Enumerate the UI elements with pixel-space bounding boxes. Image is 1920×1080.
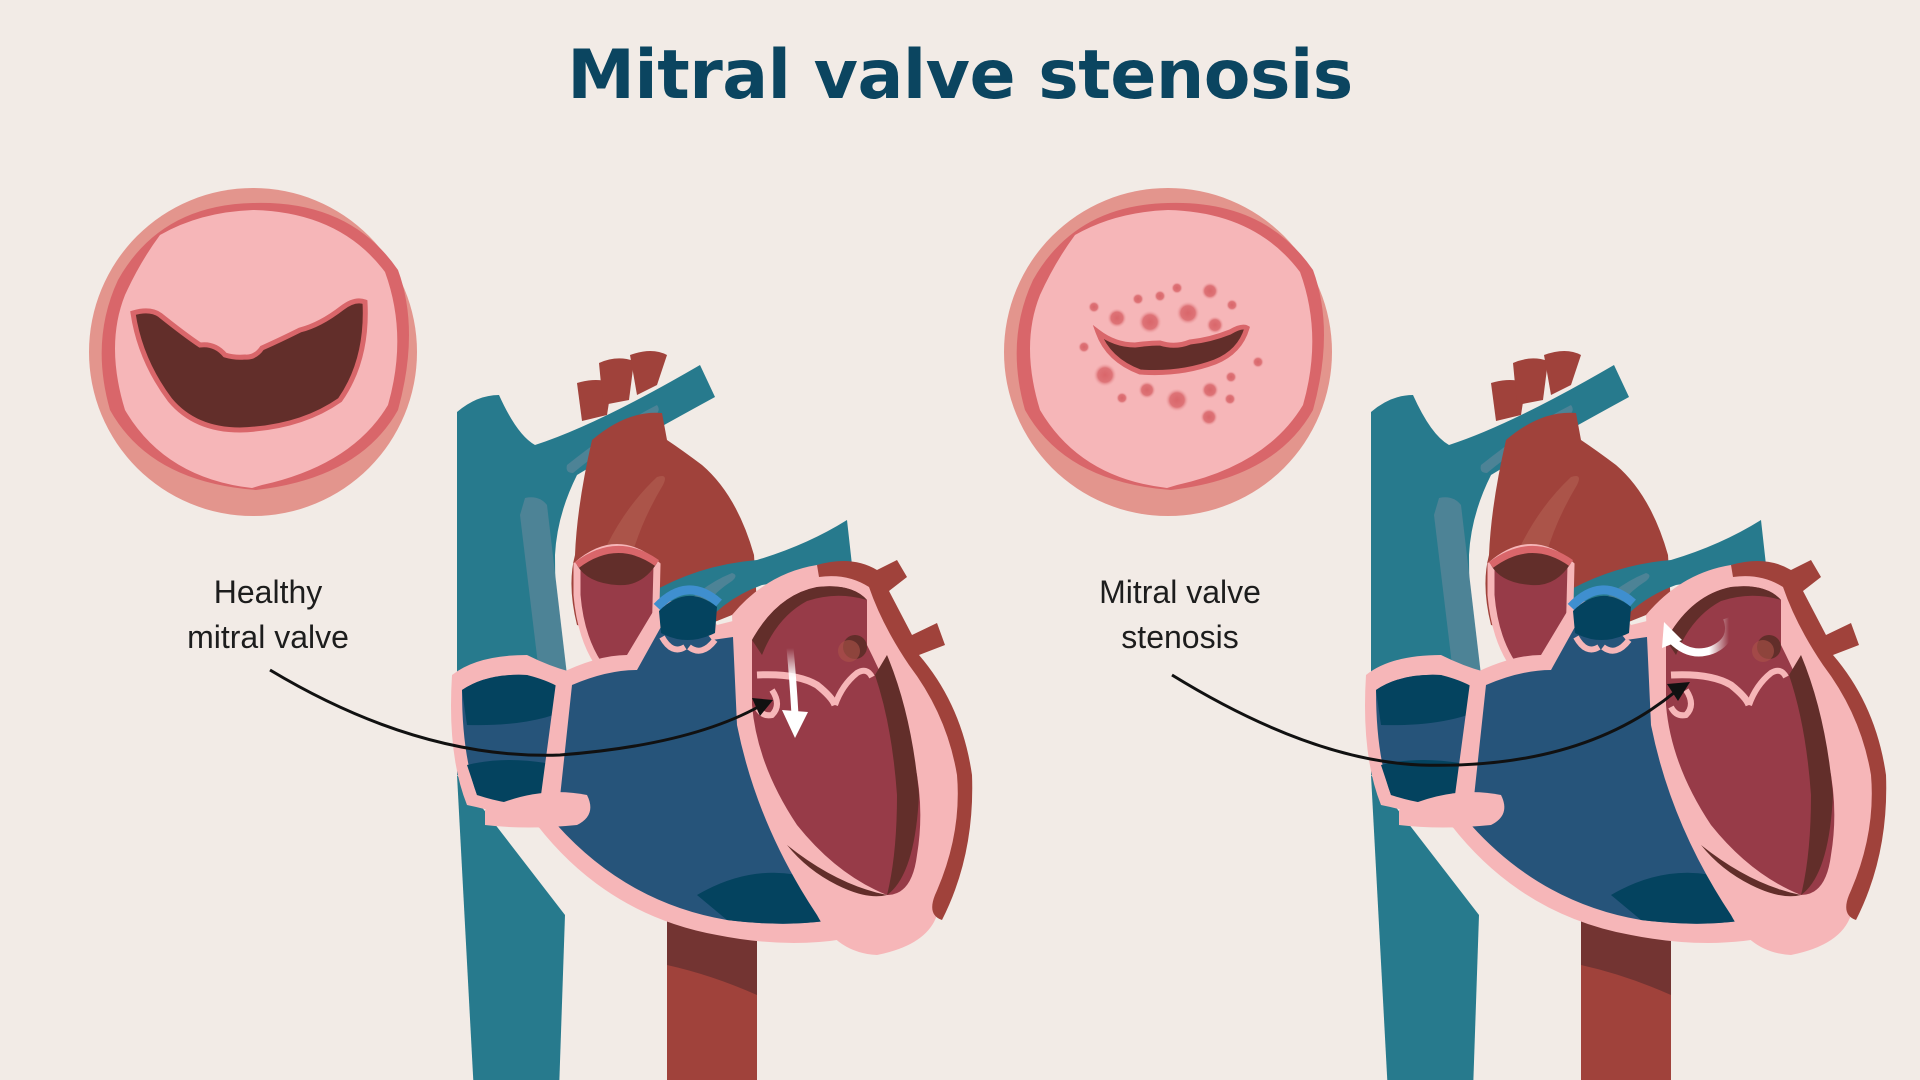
calcification-spots bbox=[1078, 282, 1264, 426]
stenosis-heart bbox=[1361, 351, 1886, 1080]
label-line: Healthy bbox=[213, 574, 323, 610]
label-line: mitral valve bbox=[187, 619, 349, 655]
page-title: Mitral valve stenosis bbox=[567, 36, 1353, 115]
pointer-arrow-stenosis bbox=[1171, 673, 1690, 767]
label-line: Mitral valve bbox=[1099, 574, 1261, 610]
blood-flow-arrow-stenosis bbox=[1662, 616, 1734, 657]
pointer-arrow-healthy bbox=[269, 668, 773, 757]
healthy-heart bbox=[447, 351, 972, 1080]
label-mitral-valve-stenosis: Mitral valve stenosis bbox=[1060, 570, 1300, 660]
healthy-valve-circle bbox=[89, 188, 417, 516]
label-line: stenosis bbox=[1121, 619, 1239, 655]
stenosis-valve-circle bbox=[1004, 188, 1332, 516]
blood-flow-arrow-healthy bbox=[782, 647, 808, 738]
label-healthy-mitral-valve: Healthy mitral valve bbox=[150, 570, 386, 660]
